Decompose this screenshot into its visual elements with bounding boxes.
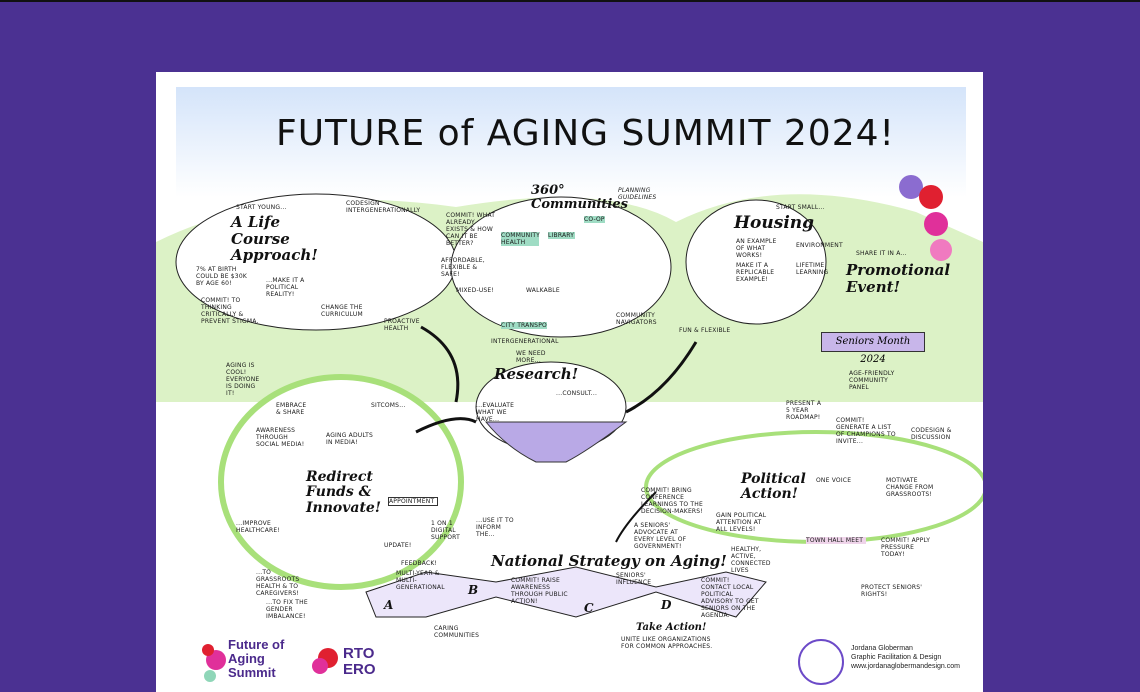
- strategy-heading: National Strategy on Aging!: [491, 552, 727, 570]
- balloon: [924, 212, 948, 236]
- note: Age-friendly community panel: [849, 370, 895, 391]
- note: Aging is cool! Everyone is doing it!: [226, 362, 260, 397]
- illustration-background: [156, 87, 983, 685]
- note: Share it in a...: [856, 250, 907, 257]
- rto-ero-logo: RTO ERO: [343, 646, 376, 678]
- future-of-aging-summit-logo: Future of Aging Summit: [228, 637, 285, 680]
- note: ...to fix the gender imbalance!: [266, 599, 308, 620]
- note: Commit! Bring conference learnings to th…: [641, 487, 703, 515]
- planning-guidelines-sign: Planning Guidelines: [618, 187, 657, 201]
- political-heading: Political Action!: [741, 471, 806, 503]
- sky: [176, 87, 966, 197]
- note: Appointment: [388, 497, 438, 506]
- designer-tagline: Graphic Facilitation & Design: [851, 654, 942, 661]
- balloon: [930, 239, 952, 261]
- note: One voice: [816, 477, 852, 484]
- building-sign: Library: [548, 232, 575, 239]
- arrow: [420, 325, 460, 403]
- strategy-roadmap: [365, 566, 767, 618]
- note: Community navigators: [616, 312, 657, 326]
- ero-text: ERO: [343, 661, 376, 678]
- note: Lifetime learning: [796, 262, 829, 276]
- note: An example of what works!: [736, 238, 777, 259]
- note: Make it a replicable example!: [736, 262, 775, 283]
- note: Protect seniors' rights!: [861, 584, 923, 598]
- note: ...consult...: [556, 390, 598, 397]
- note: ...make it a political reality!: [266, 277, 305, 298]
- poster-title: FUTURE of AGING SUMMIT 2024!: [276, 113, 895, 154]
- balloon: [899, 175, 923, 199]
- step-d: D: [661, 598, 672, 612]
- balloon: [919, 185, 943, 209]
- note: Codesign & discussion: [911, 427, 952, 441]
- note: Codesign intergenerationally: [346, 200, 421, 214]
- note: Start young...: [236, 204, 287, 211]
- note: ...to grassroots health & to caregivers!: [256, 569, 300, 597]
- step-a: A: [384, 598, 394, 612]
- housing-cloud: [685, 199, 827, 325]
- note: ...use it to inform the...: [476, 517, 514, 538]
- take-action-note: Take Action!: [636, 622, 707, 633]
- communities-heading: 360° Communities: [531, 183, 628, 213]
- step-c: C: [584, 601, 594, 615]
- note: Fun & flexible: [679, 327, 731, 334]
- housing-heading: Housing: [734, 213, 815, 233]
- step-b: B: [468, 583, 479, 597]
- note: Multi-year & multi-generational: [396, 570, 445, 591]
- note: Seniors' influence: [616, 572, 652, 586]
- designer-credit: Jordana Globerman Graphic Facilitation &…: [851, 644, 960, 671]
- note: Unite like organizations for common appr…: [621, 636, 713, 650]
- note: Commit! What already exists & how can it…: [446, 212, 496, 247]
- note: Update!: [384, 542, 412, 549]
- designer-logo: [798, 639, 844, 685]
- note: Walkable: [526, 287, 560, 294]
- promotional-heading: Promotional Event!: [846, 261, 951, 296]
- rto-text: RTO: [343, 645, 375, 662]
- research-funnel: [484, 421, 628, 463]
- building-sign: Community Health: [501, 232, 541, 246]
- note: Commit! Raise awareness through public a…: [511, 577, 568, 605]
- arrow: [615, 491, 657, 543]
- note: 1 on 1 digital support: [431, 520, 460, 541]
- note: Commit! To thinking critically & prevent…: [201, 297, 259, 325]
- arrow: [415, 417, 477, 434]
- note: Commit! Contact local political advisory…: [701, 577, 759, 619]
- note: Commit! Generate a list of champions to …: [836, 417, 896, 445]
- funds-circle: [218, 374, 464, 590]
- summit-graphic-recording: FUTURE of AGING SUMMIT 2024! A Life Cour…: [156, 72, 983, 692]
- note: A seniors' advocate at every level of go…: [634, 522, 687, 550]
- note: 7% at birth could be $30k by age 60!: [196, 266, 247, 287]
- funds-heading: Redirect Funds & Innovate!: [306, 469, 381, 516]
- bus-sign: City Transpo: [501, 322, 547, 329]
- town-hall-screen: Town Hall Meet: [806, 537, 866, 544]
- note: We need more...: [516, 350, 546, 364]
- note: Embrace & share: [276, 402, 307, 416]
- building-sign: Co-op: [584, 216, 605, 223]
- note: Aging adults in media!: [326, 432, 373, 446]
- note: Change the curriculum: [321, 304, 363, 318]
- note: Intergenerational: [491, 338, 559, 345]
- research-heading: Research!: [494, 365, 579, 383]
- note: Awareness through social media!: [256, 427, 305, 448]
- note: Commit! Apply pressure today!: [881, 537, 931, 558]
- note: Healthy, active, connected lives: [731, 546, 771, 574]
- note: Caring communities: [434, 625, 480, 639]
- note: Start small...: [776, 204, 825, 211]
- note: ...improve healthcare!: [236, 520, 280, 534]
- seniors-month-banner: Seniors Month 2024: [821, 332, 925, 365]
- note: Motivate change from grassroots!: [886, 477, 934, 498]
- note: Mixed-use!: [456, 287, 495, 294]
- arrow: [625, 341, 698, 414]
- note: Gain political attention at all levels!: [716, 512, 767, 533]
- designer-website: www.jordanaglobermandesign.com: [851, 663, 960, 670]
- note: Affordable, flexible & safe!: [441, 257, 485, 278]
- note: Feedback!: [401, 560, 438, 567]
- life-course-heading: A Life Course Approach!: [231, 213, 318, 264]
- note: Sitcoms...: [371, 402, 406, 409]
- designer-name: Jordana Globerman: [851, 645, 913, 652]
- note: Environment: [796, 242, 843, 249]
- note: ...evaluate what we have...: [476, 402, 515, 423]
- note: Proactive health: [384, 318, 420, 332]
- note: Present a 5 year roadmap!: [786, 400, 822, 421]
